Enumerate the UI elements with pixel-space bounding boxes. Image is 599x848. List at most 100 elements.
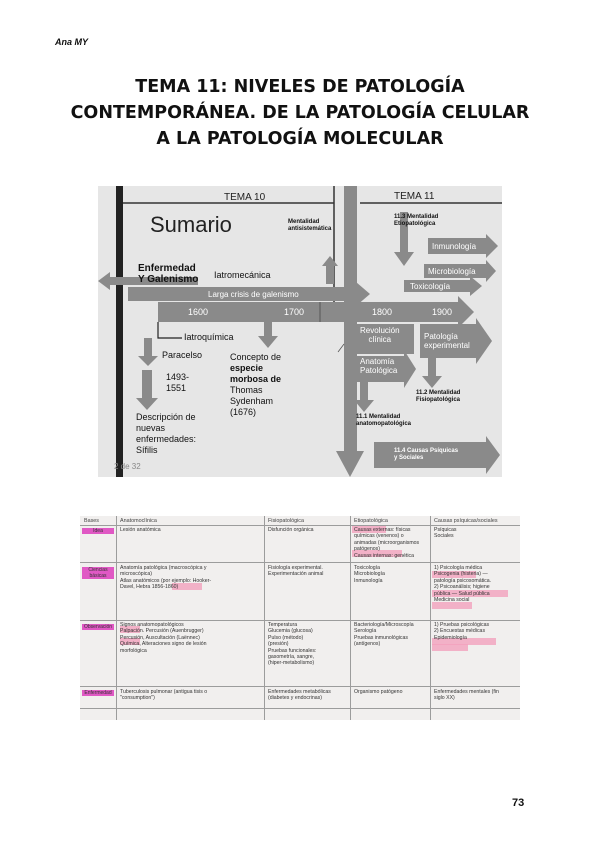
iatroquimica-bracket: [157, 322, 182, 339]
highlight-quimica: [120, 638, 140, 645]
revolucion-bar: [350, 324, 414, 354]
table-cell: Psíquicas Sociales: [434, 527, 457, 540]
larga-crisis-label: Larga crisis de galenismo: [208, 290, 299, 299]
microbiologia-label: Microbiología: [428, 267, 476, 276]
anatomia-arrow-head: [404, 350, 416, 388]
table-cell: Enfermedades metabólicas (diabetes y end…: [268, 689, 331, 702]
table-cell: Toxicología Microbiología Inmunología: [354, 565, 385, 584]
mentalidad-antisistematica: Mentalidad antisistemática: [288, 219, 332, 232]
table-row-line-2: [80, 620, 520, 621]
highlight-causas-externas: [352, 526, 386, 533]
title-line-3: A LA PATOLOGÍA MOLECULAR: [156, 129, 444, 149]
cursor-mark: [337, 343, 345, 353]
left-vertical-line: [116, 186, 123, 477]
table-row-label-idea: Idea: [82, 528, 114, 534]
col-line-3: [350, 516, 351, 720]
descripcion-down-arrow: [136, 370, 158, 410]
inmunologia-bar: [428, 238, 486, 254]
toxicologia-label: Toxicología: [410, 282, 451, 291]
table-cell: Anatomía patológica (macroscópica y micr…: [120, 565, 212, 591]
table-bottom-line: [80, 708, 520, 709]
sydenham-down-arrow: [258, 308, 278, 348]
table-cell: Temperatura Glucemia (glucosa) Pulso (mé…: [268, 622, 317, 667]
table-row-label-observacion: Observación: [82, 624, 114, 630]
patologia-exp-bar: [420, 324, 476, 358]
galenismo-left-arrow: [98, 272, 198, 290]
year-1700: 1700: [284, 307, 305, 317]
table-row-label-ciencias: Ciencias básicas: [82, 567, 114, 579]
highlight-epidemiologia: [432, 644, 468, 651]
larga-crisis-bar: [128, 287, 356, 301]
table-header-causas: Causas psíquicas/sociales: [434, 518, 498, 524]
title-line-1: TEMA 11: NIVELES DE PATOLOGÍA: [135, 77, 465, 97]
patologia-experimental-label: Patología experimental: [424, 332, 470, 350]
highlight-palpacion: [120, 626, 140, 633]
causas-psiquicas-sociales: 11.4 Causas Psíquicas y Sociales: [394, 448, 459, 461]
microbiologia-bar: [424, 264, 486, 278]
slide-page-indicator: 2 de 32: [114, 462, 141, 471]
page-number: 73: [512, 797, 525, 809]
concepto-especie-morbosa: Concepto de especie morbosa de Thomas Sy…: [230, 352, 282, 417]
descripcion-sifilis: Descripción de nuevas enfermedades: Sífi…: [136, 412, 197, 455]
mentalidad-anatomopatologica: 11.1 Mentalidad anatomopatológica: [356, 414, 412, 427]
microbiologia-arrow-head: [486, 260, 496, 282]
highlight-psicologia: [432, 571, 476, 578]
year-1800: 1800: [372, 307, 393, 317]
mentalidad-etiopatologica: 11.3 Mentalidad Etiopatológica: [394, 214, 439, 227]
toxicologia-bar: [404, 280, 470, 292]
table-header-fisiopatologica: Fisiopatológica: [268, 518, 304, 524]
anatomia-patologica-label: Anatomía Patológica: [360, 357, 398, 375]
paracelso-years: 1493- 1551: [166, 372, 190, 393]
table-cell: Organismo patógeno: [354, 689, 403, 695]
title-line-2: CONTEMPORÁNEA. DE LA PATOLOGÍA CELULAR: [70, 103, 530, 123]
table-row-line-1: [80, 562, 520, 563]
col-line-1: [116, 516, 117, 720]
inmunologia-label: Inmunología: [432, 242, 477, 251]
col-line-2: [264, 516, 265, 720]
highlight-medicina-social: [432, 602, 472, 609]
table-header-bases: Bases: [84, 518, 99, 524]
year-1600: 1600: [188, 307, 209, 317]
enfermedad-galenismo-label: Enfermedad Y Galenismo: [138, 263, 199, 285]
table-row-label-enfermedad: Enfermedad: [82, 690, 114, 696]
highlight-psicoanalisis: [432, 590, 508, 597]
inmunologia-arrow-head: [486, 234, 498, 258]
year-1900: 1900: [432, 307, 453, 317]
author-name: Ana MY: [55, 37, 89, 47]
table-cell: Disfunción orgánica: [268, 527, 314, 533]
table-cell: Lesión anatómica: [120, 527, 161, 533]
highlight-encuestas: [432, 638, 496, 645]
fisiopatologia-down-arrow: [422, 358, 442, 388]
causas-bar: [374, 442, 486, 468]
summary-slide-image: TEMA 10 TEMA 11 Sumario Mentalidad antis…: [98, 186, 502, 477]
tema10-label: TEMA 10: [224, 192, 266, 203]
col-line-4: [430, 516, 431, 720]
mentalidad-fisiopatologica: 11.2 Mentalidad Fisiopatológica: [416, 390, 461, 403]
table-cell: Signos anatomopatológicos Palpación. Per…: [120, 622, 207, 654]
years-bar: [158, 302, 458, 322]
table-cell: Tuberculosis pulmonar (antigua tisis o "…: [120, 689, 208, 702]
table-row-line-3: [80, 686, 520, 687]
larga-crisis-arrow-head: [356, 282, 370, 306]
slide-title: Sumario: [150, 212, 232, 237]
table-cell: Bacteriología/Microscopía Serología Prue…: [354, 622, 414, 648]
table-cell: Causas externas: físicas químicas (venen…: [354, 527, 420, 559]
table-header-etiopatologica: Etiopatológica: [354, 518, 388, 524]
iatroquimica-label: Iatroquímica: [184, 332, 234, 342]
paracelso-down-arrow: [138, 338, 158, 366]
revolucion-clinica-label: Revolución clínica: [360, 326, 400, 344]
etiopatologia-down-arrow: [394, 212, 414, 266]
highlight-causas-internas: [352, 550, 402, 557]
up-arrow: [322, 256, 338, 284]
table-header-line: [80, 525, 520, 526]
page-title: TEMA 11: NIVELES DE PATOLOGÍA CONTEMPORÁ…: [40, 74, 560, 152]
slide-diagram-shapes: [98, 186, 502, 477]
highlight-hebra: [172, 583, 202, 590]
patologia-exp-arrow-head: [476, 318, 492, 364]
table-header-anatomoclinica: Anatomoclínica: [120, 518, 157, 524]
tema11-label: TEMA 11: [394, 191, 435, 202]
iatromecanica-label: Iatromecánica: [214, 270, 271, 280]
toxicologia-arrow-head: [470, 276, 482, 296]
anatomia-down-arrow: [354, 382, 374, 412]
table-cell: 1) Psicología médica Psicogenia (histeri…: [434, 565, 492, 604]
